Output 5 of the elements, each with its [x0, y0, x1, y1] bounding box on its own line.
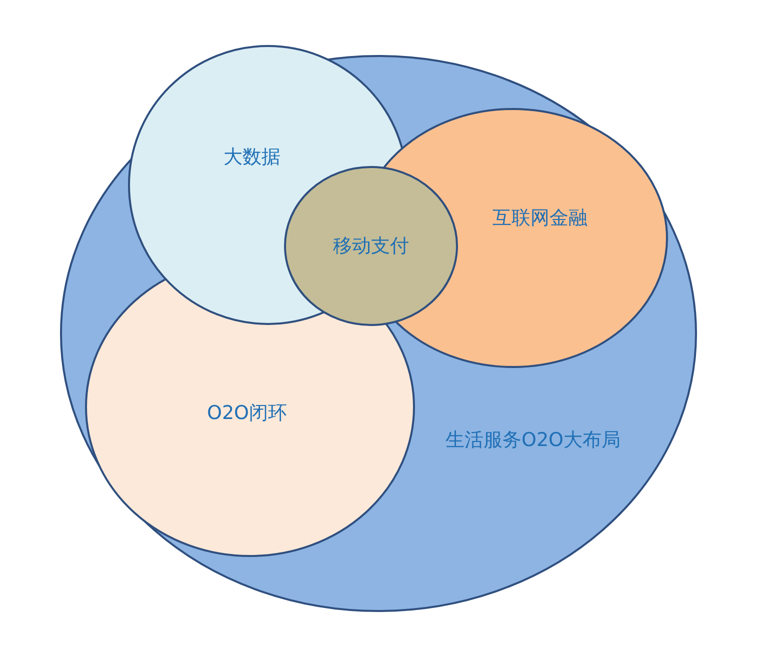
- circle-label: 移动支付: [333, 234, 409, 259]
- circle-label: O2O闭环: [207, 401, 287, 426]
- circle-label: 互联网金融: [492, 206, 588, 231]
- circle-label: 大数据: [224, 145, 280, 170]
- circle-label: 生活服务O2O大布局: [446, 428, 620, 453]
